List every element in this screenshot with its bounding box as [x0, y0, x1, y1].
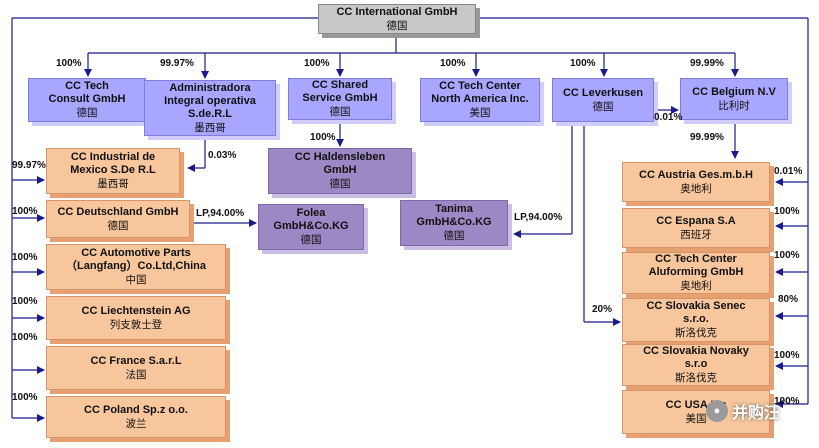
pct-root-to-senec: 80%	[778, 294, 799, 305]
node-country: 西班牙	[680, 228, 712, 241]
node-title: CC International GmbH	[336, 5, 458, 18]
node-cc-automotive-parts: CC Automotive Parts （Langfang）Co.Ltd,Chi…	[46, 244, 226, 290]
node-cc-industrial-mexico: CC Industrial de Mexico S.De R.L 墨西哥	[46, 148, 180, 194]
pct-shared-service: 100%	[304, 58, 330, 69]
node-cc-aluforming: CC Tech Center Aluforming GmbH 奥地利	[622, 252, 770, 294]
node-title: CC Automotive Parts （Langfang）Co.Ltd,Chi…	[66, 247, 206, 272]
node-title: CC Industrial de Mexico S.De R.L	[70, 151, 156, 176]
node-country: 德国	[386, 19, 408, 32]
node-cc-shared-service: CC Shared Service GmbH 德国	[288, 78, 392, 120]
node-title: CC France S.a.r.L	[90, 354, 182, 367]
node-country: 列支敦士登	[109, 318, 163, 331]
node-cc-slovakia-novaky: CC Slovakia Novaky s.r.o 斯洛伐克	[622, 344, 770, 386]
node-title: CC Poland Sp.z o.o.	[84, 403, 188, 416]
node-title: Folea GmbH&Co.KG	[273, 207, 349, 232]
pct-tanima: LP,94.00%	[514, 212, 563, 223]
pct-espana: 100%	[774, 206, 800, 217]
node-country: 德国	[300, 234, 322, 246]
node-title: CC Shared Service GmbH	[302, 79, 378, 104]
pct-poland: 100%	[12, 392, 38, 403]
node-title: CC Leverkusen	[562, 86, 644, 99]
node-country: 墨西哥	[97, 178, 129, 190]
node-title: CC Slovakia Senec s.r.o.	[646, 300, 746, 325]
node-folea: Folea GmbH&Co.KG 德国	[258, 204, 364, 250]
node-country: 德国	[443, 230, 465, 242]
pct-belgium-to-austria: 99.99%	[690, 132, 724, 143]
node-country: 奥地利	[680, 280, 712, 292]
pct-leverkusen-to-belgium: 0.01%	[654, 112, 683, 123]
node-cc-haldensleben: CC Haldensleben GmbH 德国	[268, 148, 412, 194]
node-country: 波兰	[125, 417, 147, 430]
node-title: CC Slovakia Novaky s.r.o	[643, 345, 749, 370]
pct-folea: LP,94.00%	[196, 208, 245, 219]
pct-admin-to-mexico: 0.03%	[208, 150, 237, 161]
pct-tech-consult: 100%	[56, 58, 82, 69]
node-title: Administradora Integral operativa S.de.R…	[164, 81, 256, 120]
node-cc-leverkusen: CC Leverkusen 德国	[552, 78, 654, 122]
pct-liechtenstein: 100%	[12, 296, 38, 307]
node-cc-international: CC International GmbH 德国	[318, 4, 476, 34]
node-cc-france: CC France S.a.r.L 法国	[46, 346, 226, 390]
wechat-icon: ●	[706, 400, 728, 422]
pct-slovakia-novaky: 100%	[774, 350, 800, 361]
node-tanima: Tanima GmbH&Co.KG 德国	[400, 200, 508, 246]
node-country: 斯洛伐克	[675, 372, 717, 384]
pct-haldensleben: 100%	[310, 132, 336, 143]
node-country: 德国	[329, 106, 351, 118]
node-cc-usa: CC USA Inc 美国	[622, 390, 770, 434]
node-cc-austria: CC Austria Ges.m.b.H 奥地利	[622, 162, 770, 202]
node-title: CC Liechtenstein AG	[81, 304, 191, 317]
node-title: CC Deutschland GmbH	[57, 205, 179, 218]
node-cc-poland: CC Poland Sp.z o.o. 波兰	[46, 396, 226, 438]
pct-root-to-austria: 0.01%	[774, 166, 803, 177]
node-country: 美国	[469, 107, 491, 119]
node-title: CC Espana S.A	[656, 214, 736, 227]
node-title: CC Tech Consult GmbH	[48, 80, 126, 105]
node-title: CC Tech Center Aluforming GmbH	[648, 253, 744, 278]
pct-automotive-parts: 100%	[12, 252, 38, 263]
node-administradora: Administradora Integral operativa S.de.R…	[144, 80, 276, 136]
pct-usa: 100%	[774, 396, 800, 407]
pct-leverkusen: 100%	[570, 58, 596, 69]
node-country: 德国	[107, 219, 129, 232]
node-country: 德国	[76, 107, 98, 119]
node-country: 法国	[125, 368, 147, 381]
node-cc-deutschland: CC Deutschland GmbH 德国	[46, 200, 190, 238]
node-cc-tech-consult: CC Tech Consult GmbH 德国	[28, 78, 146, 122]
node-title: CC Austria Ges.m.b.H	[639, 168, 753, 181]
node-country: 奥地利	[680, 182, 712, 195]
node-country: 德国	[592, 100, 614, 113]
node-country: 斯洛伐克	[675, 327, 717, 339]
node-cc-tech-center-na: CC Tech Center North America Inc. 美国	[420, 78, 540, 122]
node-cc-espana: CC Espana S.A 西班牙	[622, 208, 770, 248]
pct-tech-center-na: 100%	[440, 58, 466, 69]
pct-leverkusen-to-senec: 20%	[592, 304, 613, 315]
pct-root-to-mexico: 99.97%	[12, 160, 46, 171]
node-country: 中国	[125, 274, 147, 286]
node-title: Tanima GmbH&Co.KG	[416, 203, 492, 228]
watermark-text: 并购汪	[732, 405, 781, 422]
pct-deutschland: 100%	[12, 206, 38, 217]
node-title: CC Tech Center North America Inc.	[431, 80, 529, 105]
pct-administradora: 99.97%	[160, 58, 194, 69]
node-country: 墨西哥	[194, 121, 226, 134]
node-title: CC Haldensleben GmbH	[294, 151, 386, 176]
node-country: 美国	[685, 412, 707, 425]
node-cc-belgium: CC Belgium N.V 比利时	[680, 78, 788, 120]
node-cc-slovakia-senec: CC Slovakia Senec s.r.o. 斯洛伐克	[622, 298, 770, 342]
pct-aluforming: 100%	[774, 250, 800, 261]
node-country: 比利时	[718, 99, 750, 112]
node-country: 德国	[329, 178, 351, 190]
node-title: CC Belgium N.V	[692, 85, 776, 98]
watermark: ● 并购汪	[706, 398, 816, 424]
node-cc-liechtenstein: CC Liechtenstein AG 列支敦士登	[46, 296, 226, 340]
pct-france: 100%	[12, 332, 38, 343]
pct-belgium: 99.99%	[690, 58, 724, 69]
